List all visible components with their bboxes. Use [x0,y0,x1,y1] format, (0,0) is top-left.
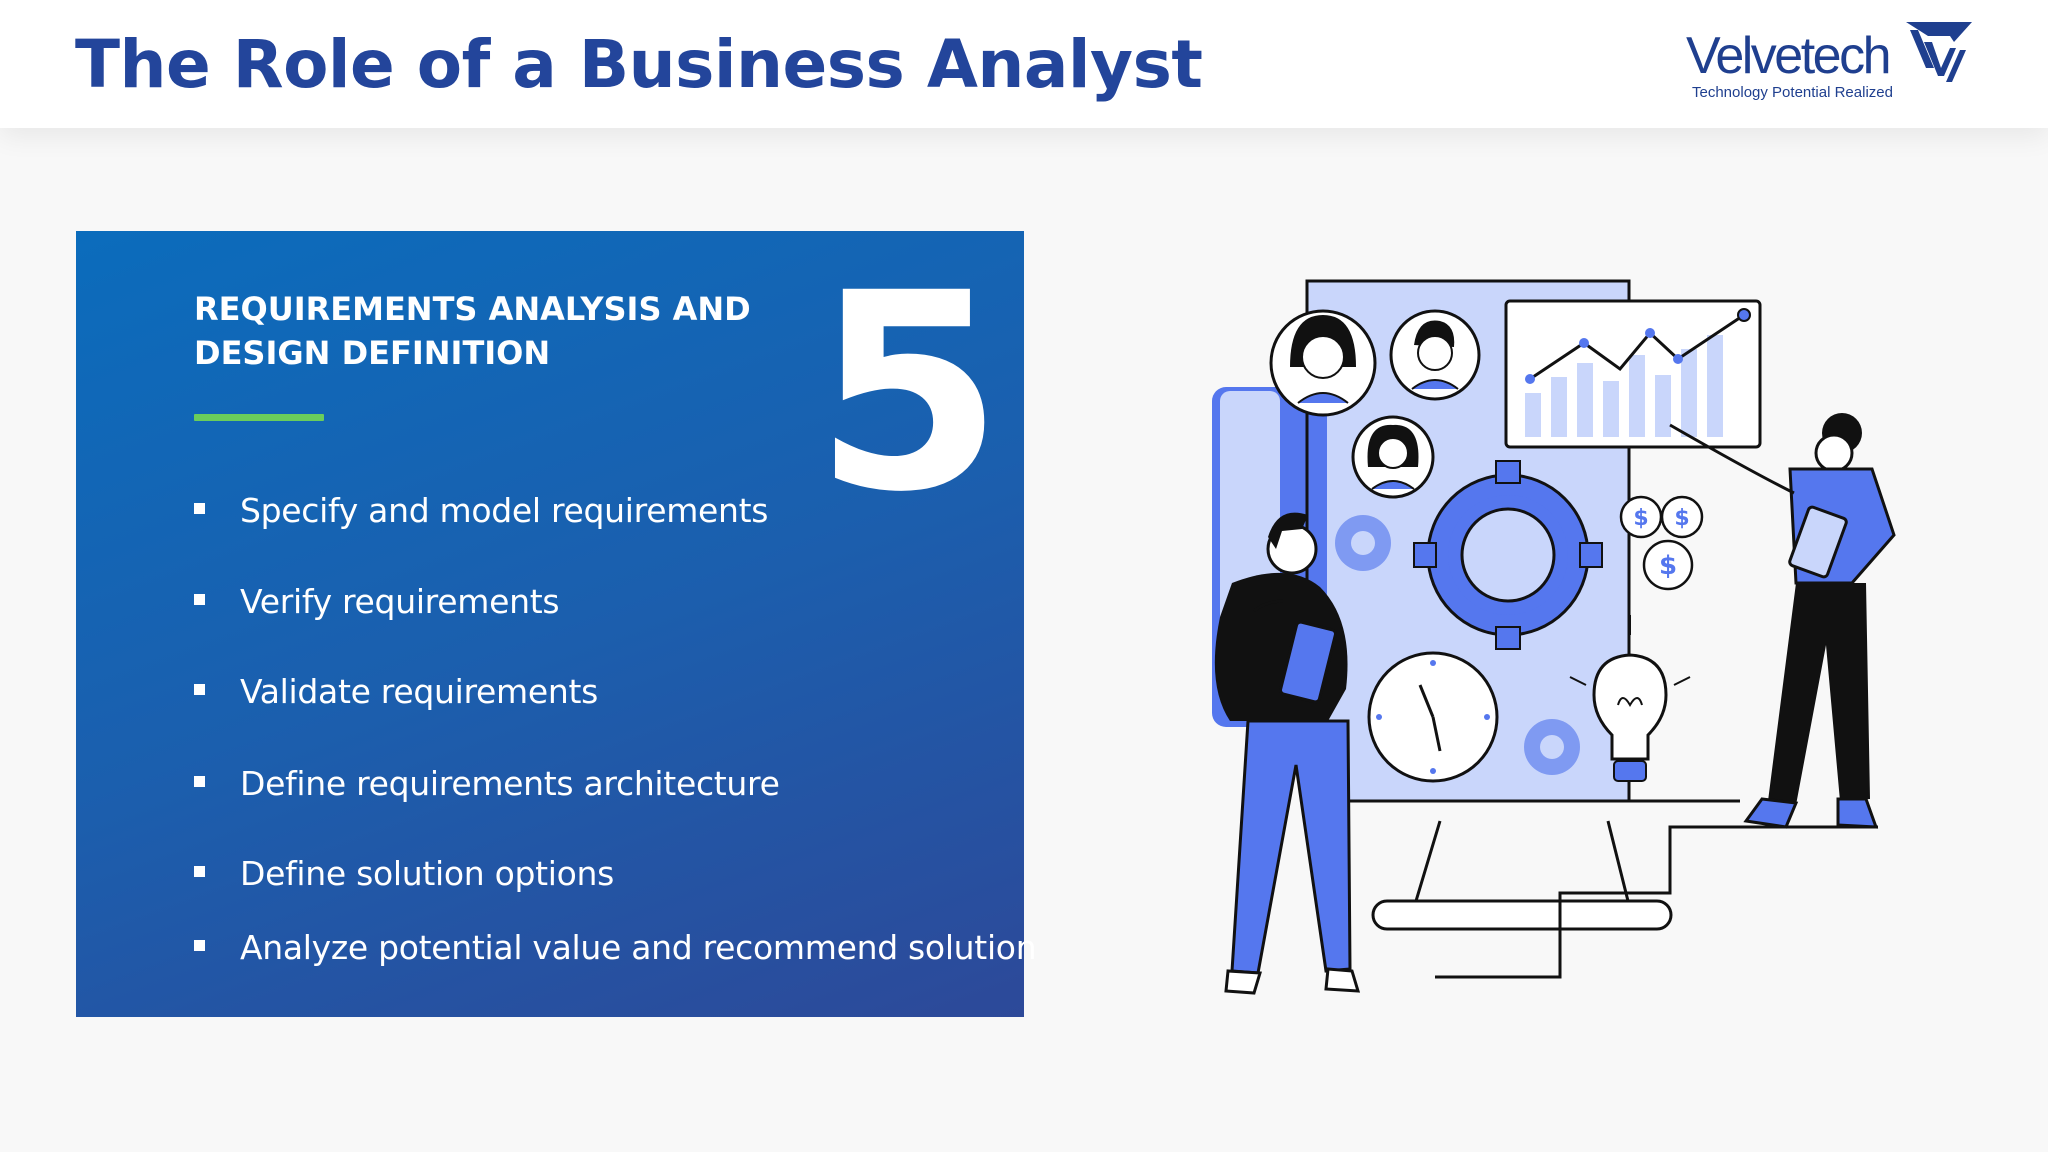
bullet-text: Define solution options [240,854,615,893]
growth-chart-card [1504,299,1762,449]
bullet-text: Analyze potential value and recommend so… [240,928,1037,967]
bullet-item: Define requirements architecture [194,762,780,806]
panel-heading: REQUIREMENTS ANALYSIS AND DESIGN DEFINIT… [194,290,751,372]
team-avatars [1269,309,1481,499]
logo-emblem-icon [1906,22,1972,82]
square-bullet-icon [194,684,205,695]
square-bullet-icon [194,594,205,605]
bullet-item: Define solution options [194,852,614,896]
bullet-item: Analyze potential value and recommend so… [194,926,1037,970]
dollar-sign: $ [1674,506,1689,531]
bullet-item: Validate requirements [194,670,598,714]
business-analyst-illustration: $ $ $ [1212,279,1896,995]
man-with-tablet [1214,512,1361,995]
bullet-text: Verify requirements [240,582,560,621]
small-gear-icon [1524,719,1580,775]
slide-title: The Role of a Business Analyst [75,26,1203,103]
square-bullet-icon [194,940,205,951]
coins-icon: $ $ $ [1619,495,1704,591]
clock-icon [1367,651,1499,783]
square-bullet-icon [194,866,205,877]
lightbulb-icon [1569,615,1691,782]
dollar-sign: $ [1659,551,1677,581]
square-bullet-icon [194,503,205,514]
step-number: 5 [814,236,1004,552]
small-gear-icon [1335,515,1391,571]
bullet-text: Define requirements architecture [240,764,780,803]
heading-underline [194,414,324,421]
dollar-sign: $ [1633,506,1648,531]
gear-icon [1413,460,1603,650]
woman-with-tablet [1669,413,1896,829]
monitor-stand [1340,799,1878,979]
bullet-text: Specify and model requirements [240,491,769,530]
bullet-text: Validate requirements [240,672,598,711]
content-panel: REQUIREMENTS ANALYSIS AND DESIGN DEFINIT… [76,231,1037,1017]
logo-tagline: Technology Potential Realized [1692,84,1893,101]
square-bullet-icon [194,776,205,787]
slide-header: The Role of a Business Analyst Velvetech… [0,0,2048,128]
bullet-item: Specify and model requirements [194,489,769,533]
velvetech-logo: Velvetech Technology Potential Realized [1684,18,1976,106]
bullet-item: Verify requirements [194,580,560,624]
logo-wordmark: Velvetech [1686,27,1892,85]
